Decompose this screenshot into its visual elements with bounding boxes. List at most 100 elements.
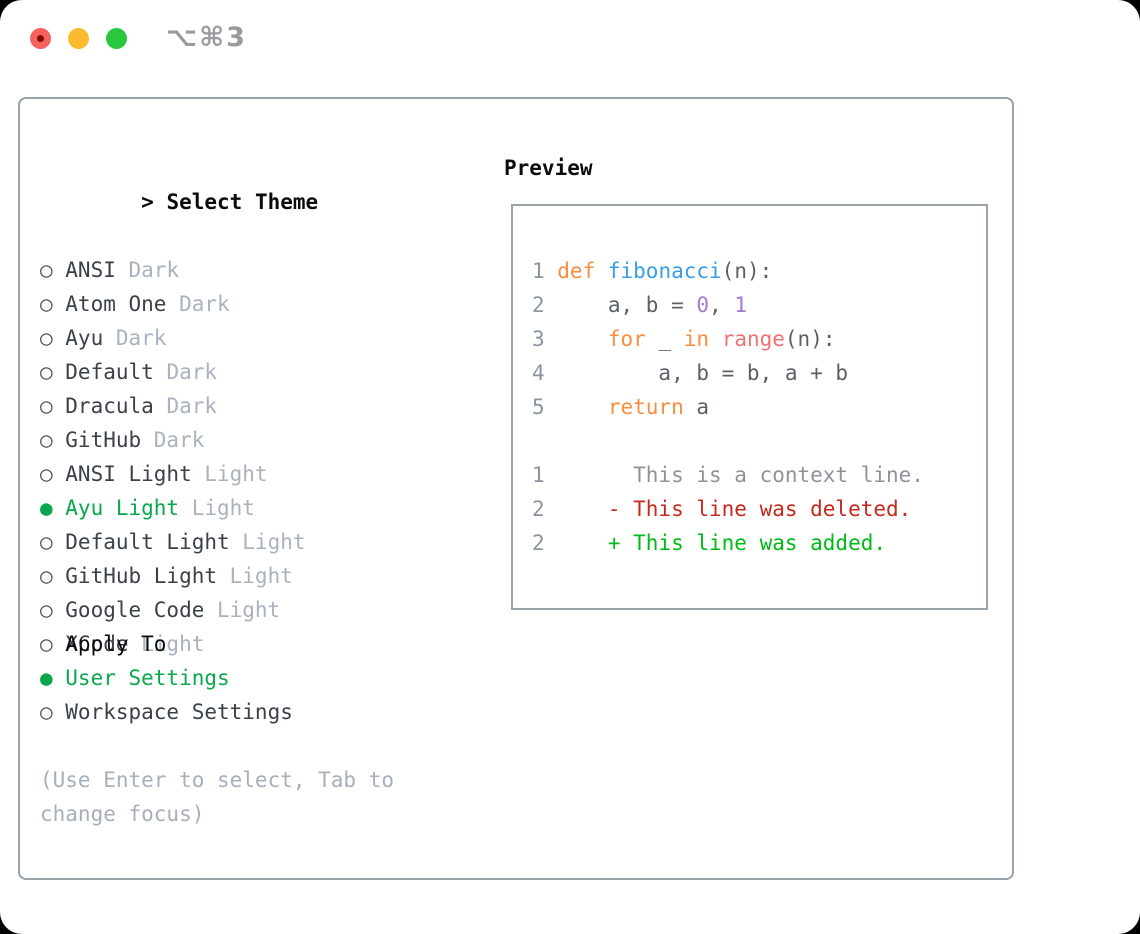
- theme-name: Default Light: [65, 530, 230, 554]
- code-segment: (n):: [784, 327, 836, 351]
- apply-option[interactable]: ○ Workspace Settings: [40, 695, 293, 729]
- diff-line: 1 This is a context line.: [532, 458, 924, 492]
- radio-icon: ○: [40, 292, 53, 316]
- apply-to-header: Apply To: [65, 632, 167, 656]
- apply-option[interactable]: ● User Settings: [40, 661, 293, 695]
- radio-icon: ○: [40, 428, 53, 452]
- line-number: 2: [532, 497, 545, 521]
- code-segment: fibonacci: [607, 259, 722, 283]
- theme-option[interactable]: ○ ANSI Light Light: [40, 457, 318, 491]
- theme-name: Ayu Light: [65, 496, 180, 520]
- line-number: 2: [532, 293, 545, 317]
- radio-icon: ○: [40, 326, 53, 350]
- code-segment: (n):: [721, 259, 773, 283]
- code-line: 5 return a: [532, 390, 924, 424]
- code-line: 1 def fibonacci(n):: [532, 254, 924, 288]
- select-theme-header: > Select Theme: [40, 151, 318, 253]
- theme-name: XCode: [65, 632, 129, 656]
- theme-variant: Light: [217, 598, 281, 622]
- line-number: 5: [532, 395, 545, 419]
- theme-name: Dracula: [65, 394, 154, 418]
- theme-name: Atom One: [65, 292, 167, 316]
- code-segment: 0: [696, 293, 710, 317]
- theme-option[interactable]: ○ Default Light Light: [40, 525, 318, 559]
- zoom-button[interactable]: [106, 28, 127, 49]
- line-number: 1: [532, 463, 545, 487]
- help-line-2: change focus): [40, 802, 205, 826]
- help-text: (Use Enter to select, Tab to change focu…: [40, 763, 394, 831]
- theme-name: ANSI: [65, 258, 116, 282]
- code-segment: range: [721, 327, 785, 351]
- theme-variant: Dark: [179, 292, 230, 316]
- radio-icon: ○: [40, 632, 53, 656]
- code-segment: for: [607, 327, 646, 351]
- theme-variant: Light: [229, 564, 293, 588]
- theme-variant: Dark: [115, 326, 167, 350]
- theme-option[interactable]: ○ Atom One Dark: [40, 287, 318, 321]
- code-segment: a, b =: [557, 293, 697, 317]
- theme-name: Ayu: [65, 326, 104, 350]
- line-number: 2: [532, 531, 545, 555]
- minimize-button[interactable]: [68, 28, 89, 49]
- line-number: 3: [532, 327, 545, 351]
- radio-icon: ○: [40, 530, 53, 554]
- preview-header: Preview: [504, 156, 593, 180]
- code-segment: [557, 327, 608, 351]
- code-segment: [709, 327, 722, 351]
- theme-name: GitHub: [65, 428, 142, 452]
- code-line: 3 for _ in range(n):: [532, 322, 924, 356]
- diff-text: - This line was deleted.: [557, 497, 912, 521]
- radio-icon: ○: [40, 360, 53, 384]
- theme-option[interactable]: ○ Default Dark: [40, 355, 318, 389]
- theme-variant: Dark: [166, 394, 218, 418]
- theme-option[interactable]: ○ Ayu Dark: [40, 321, 318, 355]
- selected-radio-icon: ●: [40, 666, 53, 690]
- code-segment: return: [607, 395, 684, 419]
- radio-icon: ○: [40, 564, 53, 588]
- theme-option[interactable]: ○ GitHub Light Light: [40, 559, 318, 593]
- selected-radio-icon: ●: [40, 496, 53, 520]
- radio-icon: ○: [40, 462, 53, 486]
- radio-icon: ○: [40, 700, 53, 724]
- apply-option-label: Workspace Settings: [65, 700, 293, 724]
- theme-option[interactable]: ● Ayu Light Light: [40, 491, 318, 525]
- theme-variant: Light: [191, 496, 255, 520]
- apply-to-options: ● User Settings ○ Workspace Settings: [40, 661, 293, 729]
- theme-option[interactable]: ○ GitHub Dark: [40, 423, 318, 457]
- theme-variant: Light: [242, 530, 306, 554]
- code-line: 4 a, b = b, a + b: [532, 356, 924, 390]
- theme-variant: Dark: [153, 428, 205, 452]
- theme-variant: Light: [204, 462, 268, 486]
- unsaved-changes-dot: [37, 35, 44, 42]
- close-button[interactable]: [30, 28, 51, 49]
- theme-variant: Dark: [166, 360, 218, 384]
- code-segment: _: [645, 327, 684, 351]
- code-line: 2 a, b = 0, 1: [532, 288, 924, 322]
- select-theme-title: Select Theme: [166, 190, 319, 214]
- diff-line: 2 - This line was deleted.: [532, 492, 924, 526]
- theme-name: Google Code: [65, 598, 205, 622]
- theme-name: GitHub Light: [65, 564, 217, 588]
- titlebar: ⌥⌘3: [0, 0, 1140, 76]
- theme-name: Default: [65, 360, 154, 384]
- line-number: 4: [532, 361, 545, 385]
- theme-variant: Dark: [128, 258, 180, 282]
- theme-name: ANSI Light: [65, 462, 192, 486]
- cursor-icon: >: [141, 190, 154, 214]
- code-segment: [557, 395, 608, 419]
- line-number: 1: [532, 259, 545, 283]
- diff-line: 2 + This line was added.: [532, 526, 924, 560]
- diff-text: This is a context line.: [557, 463, 924, 487]
- apply-option-label: User Settings: [65, 666, 230, 690]
- code-segment: def: [557, 259, 596, 283]
- code-segment: in: [683, 327, 710, 351]
